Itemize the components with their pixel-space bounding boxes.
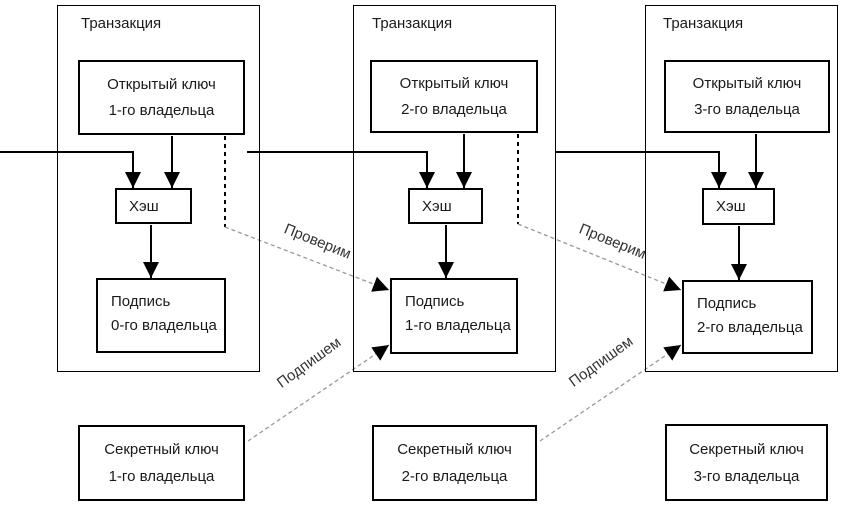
hash-box-3: Хэш: [702, 188, 775, 225]
transaction-title-2: Транзакция: [372, 15, 453, 32]
signature-3-line2: 2-го владельца: [697, 319, 803, 336]
chain-line-into-hash-3: [556, 151, 727, 188]
verify-arrow-1: [224, 226, 390, 292]
secret-key-3-line2: 3-го владельца: [693, 467, 800, 485]
secret-key-box-2: Секретный ключ 2-го владельца: [372, 425, 537, 501]
signature-1-line1: Подпись: [111, 293, 171, 310]
public-key-box-1: Открытый ключ 1-го владельца: [78, 60, 245, 135]
public-key-box-3: Открытый ключ 3-го владельца: [664, 60, 830, 133]
secret-key-1-line2: 1-го владельца: [108, 468, 215, 485]
transaction-title-1: Транзакция: [81, 15, 162, 32]
verify-drop-lines: [224, 134, 519, 227]
secret-key-box-1: Секретный ключ 1-го владельца: [78, 425, 245, 501]
signature-2-line2: 1-го владельца: [405, 317, 511, 334]
secret-key-3-line1: Секретный ключ: [689, 440, 804, 458]
transaction-box-2: [353, 5, 556, 372]
hash-1-label: Хэш: [129, 197, 159, 215]
verify-arrow-2: [517, 223, 682, 292]
signature-box-3: Подпись 2-го владельца: [682, 280, 813, 354]
public-key-2-line2: 2-го владельца: [401, 100, 507, 118]
hash-box-2: Хэш: [408, 188, 483, 224]
hash-2-label: Хэш: [422, 197, 452, 215]
dashed-diagonal-lines: [224, 223, 682, 442]
transaction-box-1: [57, 5, 260, 372]
public-key-1-line1: Открытый ключ: [107, 75, 216, 93]
public-key-3-line2: 3-го владельца: [694, 100, 800, 118]
public-key-2-line1: Открытый ключ: [399, 74, 509, 92]
sign-arrow-2: [539, 344, 682, 442]
signature-box-2: Подпись 1-го владельца: [390, 278, 518, 354]
chain-line-into-hash-2: [247, 151, 435, 188]
secret-key-2-line2: 2-го владельца: [401, 468, 508, 485]
public-key-3-line1: Открытый ключ: [692, 74, 802, 92]
signature-box-1: Подпись 0-го владельца: [96, 278, 226, 353]
chain-line-into-hash-1: [0, 151, 141, 188]
signature-2-line1: Подпись: [405, 293, 465, 310]
transaction-box-3: [645, 5, 838, 372]
signature-3-line1: Подпись: [697, 295, 757, 312]
secret-key-2-line1: Секретный ключ: [397, 441, 512, 458]
signature-1-line2: 0-го владельца: [111, 317, 217, 334]
solid-lines: [0, 134, 764, 280]
sign-arrow-1: [247, 344, 390, 442]
public-key-1-line2: 1-го владельца: [108, 101, 215, 119]
public-key-box-2: Открытый ключ 2-го владельца: [370, 60, 538, 133]
transaction-title-3: Транзакция: [663, 15, 744, 32]
secret-key-1-line1: Секретный ключ: [104, 441, 219, 458]
secret-key-box-3: Секретный ключ 3-го владельца: [665, 424, 828, 501]
hash-box-1: Хэш: [115, 188, 192, 224]
hash-3-label: Хэш: [716, 198, 746, 215]
